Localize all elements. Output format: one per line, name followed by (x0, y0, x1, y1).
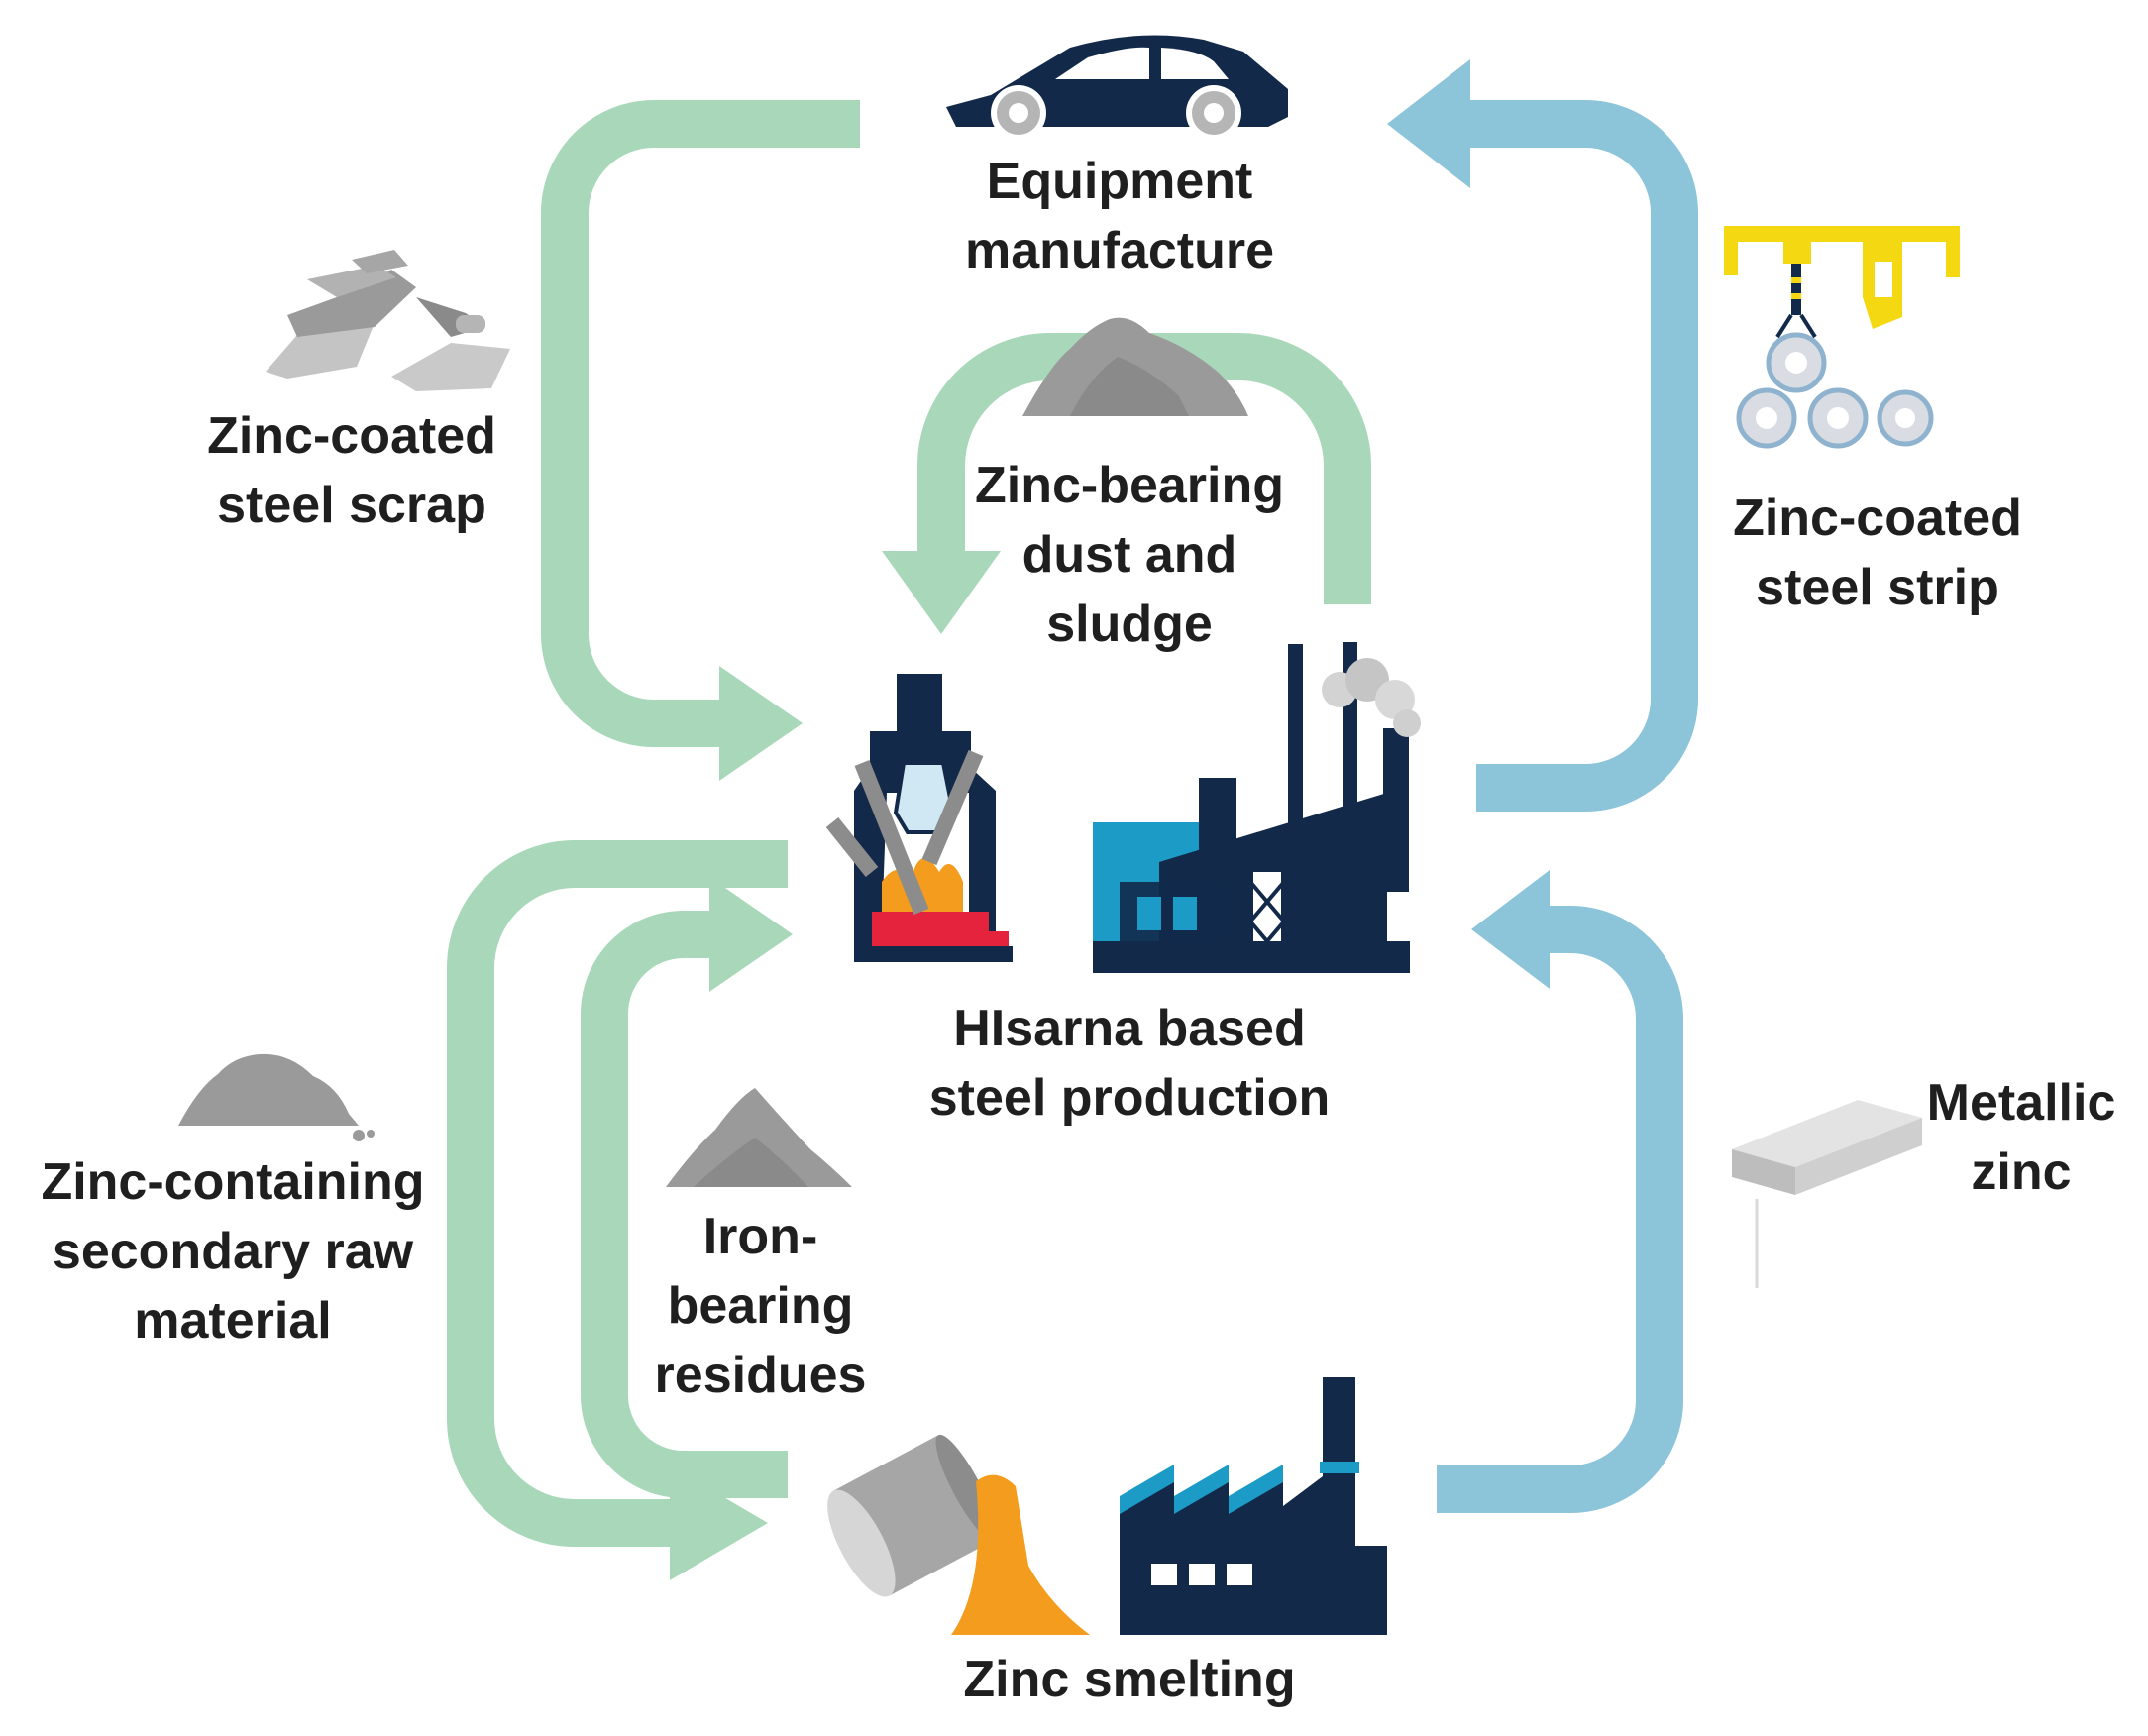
flow-arrow-steel-strip (1387, 59, 1698, 812)
zinc-smelter-icon (827, 1377, 1387, 1635)
label-iron-line-3: residues (654, 1347, 867, 1404)
label-strip-line-1: Zinc-coated (1733, 489, 2022, 547)
label-strip-line-2: steel strip (1756, 559, 1999, 616)
label-equipment-line-2: manufacture (964, 222, 1275, 279)
label-smelting-line-1: Zinc smelting (963, 1651, 1296, 1708)
label-dust-line-1: Zinc-bearing (974, 457, 1285, 514)
iron-residue-pile-icon (666, 1088, 852, 1187)
label-iron-bearing-residues: Iron- bearing residues (624, 1202, 897, 1410)
dust-pile-icon (1022, 317, 1248, 416)
label-metallic-line-2: zinc (1971, 1143, 2072, 1201)
label-zinc-smelting: Zinc smelting (921, 1645, 1338, 1714)
label-zinc-bearing-dust-sludge: Zinc-bearing dust and sludge (946, 451, 1313, 659)
secondary-material-pile-icon (178, 1053, 375, 1141)
flow-arrow-metallic-zinc (1437, 870, 1683, 1513)
steel-scrap-icon (266, 250, 510, 391)
label-scrap-line-1: Zinc-coated (207, 407, 496, 465)
label-iron-line-2: bearing (667, 1277, 854, 1335)
label-zinc-coated-steel-strip: Zinc-coated steel strip (1699, 484, 2056, 622)
flow-arrow-steel-scrap (541, 100, 860, 781)
label-secondary-line-3: material (134, 1292, 332, 1350)
zinc-ingot-icon (1732, 1100, 1922, 1288)
converter-furnace-icon (825, 674, 1013, 962)
label-hisarna-steel-production: HIsarna based steel production (892, 994, 1367, 1133)
label-metallic-line-1: Metallic (1926, 1074, 2116, 1132)
steel-plant-icon (1093, 642, 1421, 973)
label-dust-line-2: dust and (1021, 526, 1237, 584)
label-scrap-line-2: steel scrap (217, 477, 486, 534)
label-dust-line-3: sludge (1046, 596, 1213, 653)
label-secondary-line-1: Zinc-containing (41, 1153, 425, 1211)
label-zinc-containing-secondary-raw-material: Zinc-containing secondary raw material (10, 1147, 456, 1356)
label-secondary-line-2: secondary raw (52, 1223, 414, 1280)
label-iron-line-1: Iron- (702, 1208, 818, 1265)
label-equipment-manufacture: Equipment manufacture (921, 147, 1318, 285)
car-icon (946, 35, 1288, 141)
label-metallic-zinc: Metallic zinc (1902, 1068, 2140, 1207)
crane-coils-icon (1724, 226, 1960, 449)
label-hisarna-line-1: HIsarna based (953, 1000, 1306, 1057)
label-zinc-coated-steel-scrap: Zinc-coated steel scrap (173, 401, 530, 540)
label-hisarna-line-2: steel production (928, 1069, 1331, 1127)
label-equipment-line-1: Equipment (986, 153, 1253, 210)
flow-arrow-iron-residues (581, 877, 793, 1498)
